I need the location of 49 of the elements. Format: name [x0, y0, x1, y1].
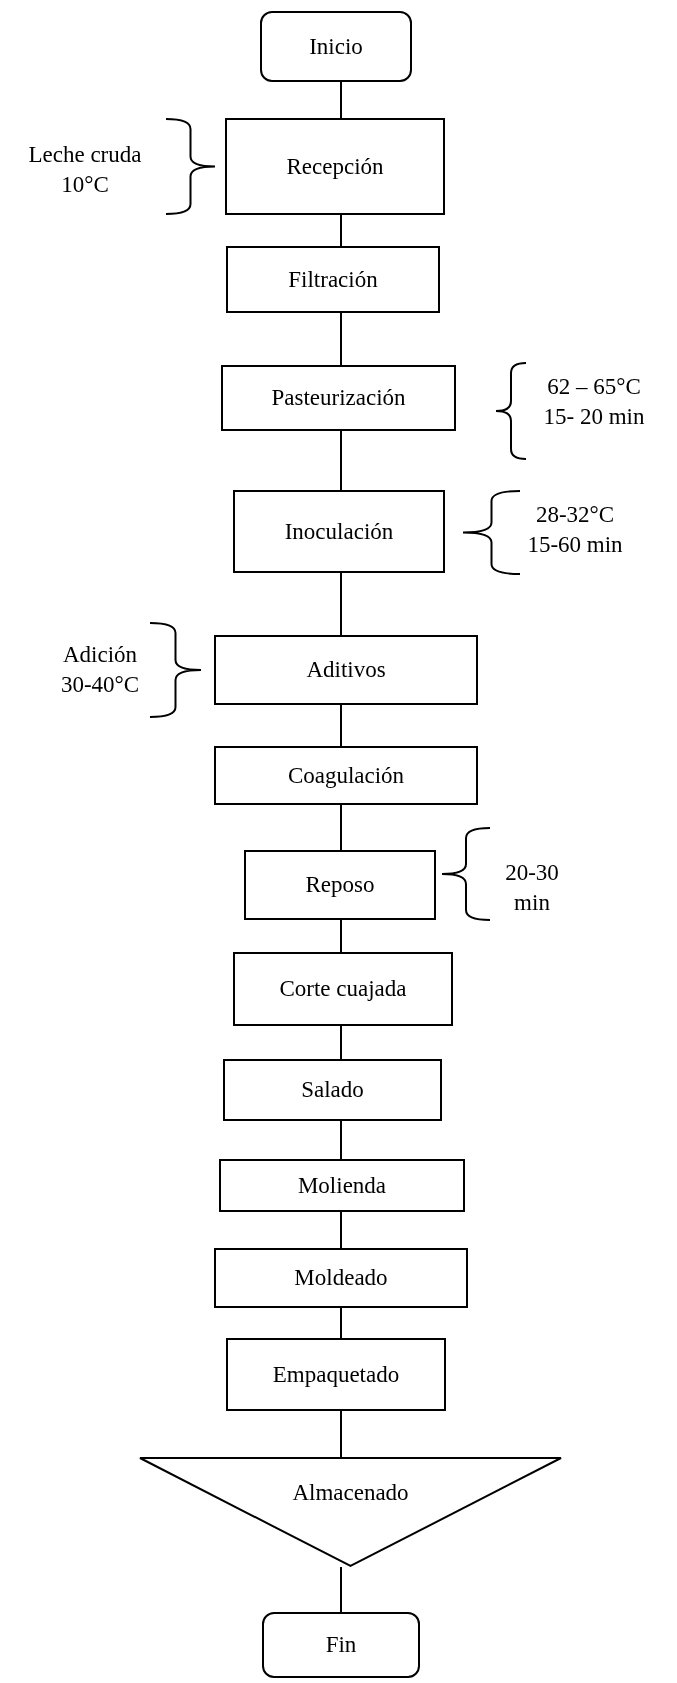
connector-line: [340, 804, 342, 851]
annotation-text: Leche cruda 10°C: [27, 141, 143, 199]
annotation-text: 62 – 65°C 15- 20 min: [542, 373, 646, 431]
connector-line: [340, 1307, 342, 1339]
process-box: [219, 1159, 465, 1212]
step-label: Pasteurización: [271, 384, 406, 412]
storage-triangle: [139, 1457, 562, 1567]
step-label: Salado: [301, 1076, 364, 1104]
terminal-box: [260, 11, 412, 82]
connector-line: [340, 1025, 342, 1060]
connector-line: [340, 81, 342, 119]
process-box: [233, 490, 445, 573]
connector-line: [340, 1410, 342, 1458]
step-label: Corte cuajada: [279, 975, 407, 1003]
process-box: [244, 850, 436, 920]
connector-line: [340, 919, 342, 953]
connector-line: [340, 214, 342, 247]
connector-line: [340, 1120, 342, 1160]
step-label: Moldeado: [294, 1264, 388, 1292]
process-box: [221, 365, 456, 431]
step-label: Aditivos: [306, 656, 386, 684]
connector-line: [340, 312, 342, 366]
terminal-box: [262, 1612, 420, 1678]
step-label: Inicio: [309, 32, 363, 61]
connector-line: [340, 1211, 342, 1249]
step-label: Coagulación: [287, 761, 405, 790]
step-label: Molienda: [297, 1171, 387, 1200]
process-box: [223, 1059, 442, 1121]
process-box: [233, 952, 453, 1026]
process-box: [226, 1338, 446, 1411]
connector-line: [340, 1566, 342, 1613]
step-label: Fin: [325, 1631, 357, 1659]
step-label: Reposo: [305, 871, 375, 899]
step-label: Almacenado: [292, 1479, 409, 1507]
process-box: [226, 246, 440, 313]
step-label: Filtración: [288, 265, 378, 294]
process-box: [214, 635, 478, 705]
annotation-text: Adición 30-40°C: [59, 641, 141, 699]
step-label: Empaquetado: [272, 1360, 400, 1389]
step-label: Recepción: [286, 152, 384, 181]
annotation-text: 20-30 min: [504, 859, 560, 917]
annotation-text: 28-32°C 15-60 min: [526, 501, 624, 559]
step-label: Inoculación: [284, 517, 394, 546]
process-box: [225, 118, 445, 215]
process-box: [214, 746, 478, 805]
process-box: [214, 1248, 468, 1308]
connector-line: [340, 704, 342, 747]
connector-line: [340, 430, 342, 491]
connector-line: [340, 572, 342, 636]
